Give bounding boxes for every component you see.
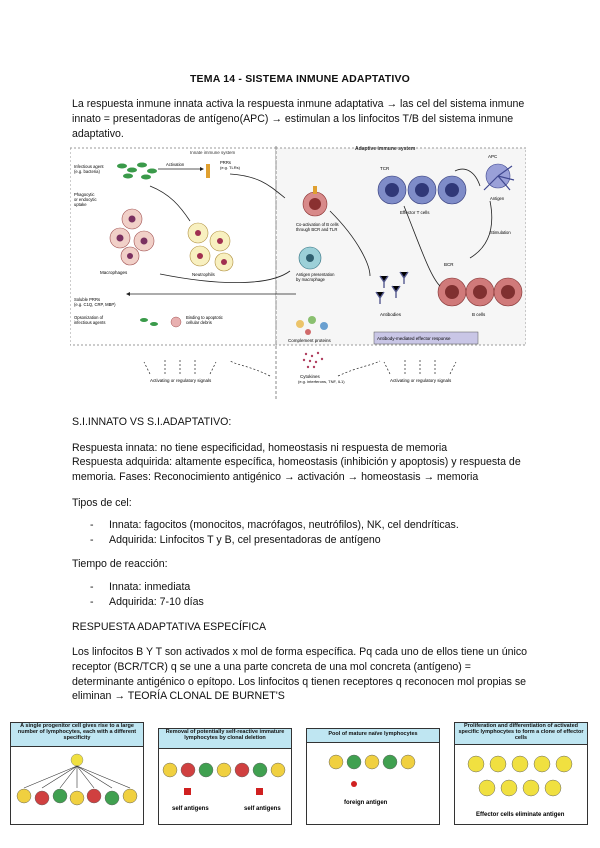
effector-t-label: Effector T cells — [400, 210, 430, 215]
panel-4-label-a: Effector cells eliminate antigen — [476, 812, 565, 818]
list-item: Adquirida: 7-10 días — [72, 595, 372, 610]
tipos-list: Innata: fagocitos (monocitos, macrófagos… — [72, 518, 542, 548]
macrophage-icon — [109, 208, 155, 266]
page-title: TEMA 14 - SISTEMA INMUNE ADAPTATIVO — [189, 73, 411, 85]
intro-paragraph: La respuesta inmune innata activa la res… — [72, 98, 525, 140]
resp-adquirida: Respuesta adquirida: altamente específic… — [72, 456, 521, 483]
adaptive-header: Adaptive immune system — [355, 146, 416, 152]
cytokines-label: Cytokines — [300, 374, 321, 379]
opsonization-label-2: infectious agents — [74, 320, 105, 325]
complement-icon — [296, 316, 328, 335]
phagocytic-label-3: uptake — [74, 202, 87, 207]
panel-1-caption: A single progenitor cell gives rise to a… — [17, 723, 137, 741]
panel-2-label-a: self antigens — [172, 806, 209, 812]
immune-system-diagram: Innate immune system Adaptive immune sys… — [70, 146, 526, 400]
clonal-panel-3: Pool of mature naïve lymphocytes foreign… — [306, 728, 440, 825]
neutrophil-icon — [187, 222, 234, 272]
clonal-panel-2: Removal of potentially self-reactive imm… — [158, 728, 292, 825]
antigen-presentation-label: Antigen presentation — [296, 272, 335, 277]
soluble-prrs-sub: (e.g. C1Q, CRP, MBP) — [74, 302, 116, 307]
antibody-response-box — [373, 331, 479, 345]
coactivation-label-2: through BCR and TLR — [296, 227, 337, 232]
prrs-sub: (e.g. TLRs) — [220, 165, 241, 170]
resp-innata: Respuesta innata: no tiene especificidad… — [72, 442, 448, 454]
panel-3-caption: Pool of mature naïve lymphocytes — [328, 731, 418, 737]
clonal-panel-4: Proliferation and differentiation of act… — [454, 722, 588, 825]
antibodies-label: Antibodies — [380, 312, 402, 317]
antibody-icon — [375, 271, 409, 304]
t-cell-icon — [377, 175, 467, 205]
tiempo-heading: Tiempo de reacción: — [72, 558, 168, 570]
panel-2-caption: Removal of potentially self-reactive imm… — [165, 729, 285, 741]
section2-heading: RESPUESTA ADAPTATIVA ESPECÍFICA — [72, 621, 267, 633]
panel-2-label-b: self antigens — [244, 806, 281, 812]
opsonization-label: Opsonization of — [74, 315, 104, 320]
section2-text: Los linfocitos B Y T son activados x mol… — [72, 646, 528, 703]
phagocytic-label: Phagocytic — [74, 192, 94, 197]
cytokines-sub: (e.g. interferons, TNF, IL1) — [298, 379, 345, 384]
panel-3-label-a: foreign antigen — [344, 800, 388, 806]
neutrophils-label: Neutrophils — [192, 272, 216, 277]
list-item: Innata: fagocitos (monocitos, macrófagos… — [72, 518, 542, 533]
bcr-label: BCR — [444, 262, 454, 267]
prrs-label: PRRs — [220, 160, 231, 165]
soluble-prrs-label: Soluble PRRs — [74, 297, 100, 302]
list-item: Innata: inmediata — [72, 580, 372, 595]
coactivation-label: Co-activation of B cells — [296, 222, 339, 227]
activating-signals-left: Activating or regulatory signals — [150, 378, 212, 383]
phagocytic-label-2: or endocytic — [74, 197, 97, 202]
panel-4-caption: Proliferation and differentiation of act… — [458, 723, 584, 741]
apc-label: APC — [488, 154, 498, 159]
tcr-label: TCR — [380, 166, 390, 171]
section1-heading: S.I.INNATO VS S.I.ADAPTATIVO: — [72, 416, 232, 428]
infectious-agent-label: Infectious agent — [74, 164, 104, 169]
cytokines-icon — [302, 351, 324, 369]
clonal-panel-1: A single progenitor cell gives rise to a… — [10, 722, 144, 825]
list-item: Adquirida: Linfocitos T y B, cel present… — [72, 533, 542, 548]
b-cells-label: B cells — [472, 312, 486, 317]
antibody-response-label: Antibody-mediated effector response — [377, 336, 451, 341]
tipos-heading: Tipos de cel: — [72, 497, 132, 509]
tiempo-list: Innata: inmediata Adquirida: 7-10 días — [72, 580, 372, 610]
activation-label: Activation — [166, 162, 185, 167]
macrophages-label: Macrophages — [100, 270, 128, 275]
bacteria-icon — [117, 162, 157, 180]
binding-label-2: cellular debris — [186, 320, 212, 325]
antigen-label: Antigen — [490, 196, 505, 201]
activating-signals-right: Activating or regulatory signals — [390, 378, 452, 383]
complement-label: Complement proteins — [288, 338, 332, 343]
stimulation-label: Stimulation — [490, 230, 511, 235]
b-cell-icon — [437, 277, 523, 307]
innate-header: Innate immune system — [190, 150, 236, 155]
antigen-presentation-label-2: by macrophage — [296, 277, 326, 282]
infectious-agent-sub: (e.g. bacteria) — [74, 169, 100, 174]
binding-label: Binding to apoptotic — [186, 315, 223, 320]
prr-receptor-icon — [206, 164, 210, 178]
